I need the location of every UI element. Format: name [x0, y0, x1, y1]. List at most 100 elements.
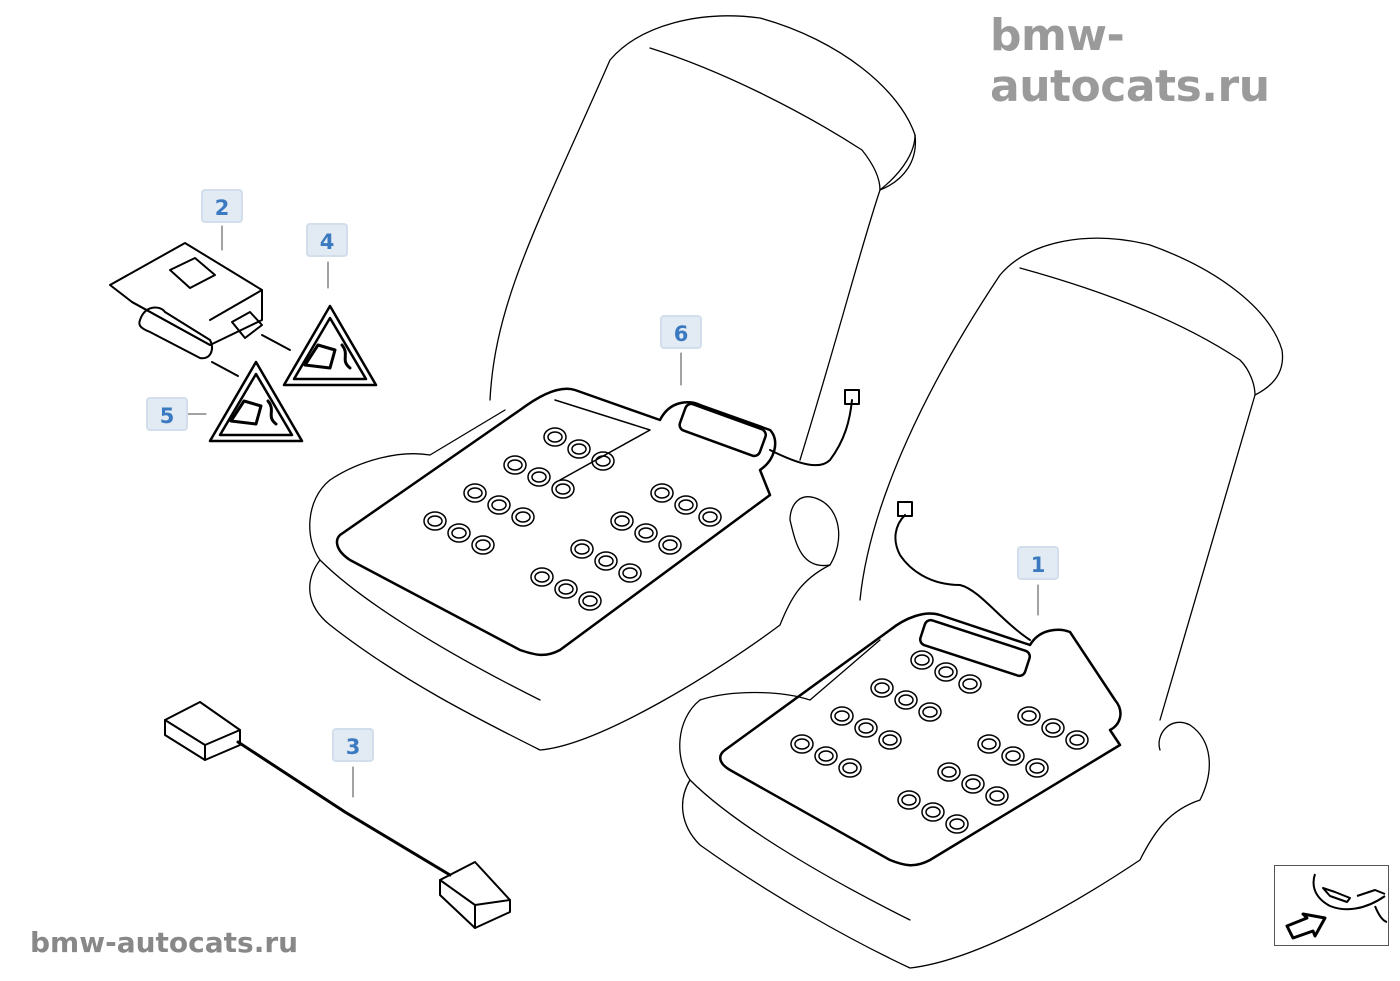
heating-pad-ring [958, 674, 982, 694]
heating-pad-ring [614, 515, 630, 527]
heating-pad-ring [451, 527, 467, 539]
heating-pad-ring [551, 479, 575, 499]
heating-pad-ring [977, 734, 1001, 754]
heating-pad-ring [543, 427, 567, 447]
watermark-top: bmw-autocats.ru [990, 10, 1270, 112]
heating-pad-ring [814, 746, 838, 766]
heating-pad-ring [578, 591, 602, 611]
watermark-bottom: bmw-autocats.ru [30, 926, 299, 959]
heating-pad-ring [662, 539, 678, 551]
heating-pad-ring [547, 431, 563, 443]
heating-pad-ring [898, 694, 914, 706]
heating-pad-ring [938, 666, 954, 678]
callout-3[interactable]: 3 [332, 728, 374, 762]
callout-6[interactable]: 6 [660, 315, 702, 349]
heating-pad-ring [921, 802, 945, 822]
heating-pad-ring [858, 722, 874, 734]
car-front-arrow-icon[interactable] [1274, 865, 1389, 946]
heating-pad-ring [702, 511, 718, 523]
heating-pad-ring [698, 507, 722, 527]
warning-label-4-drawing [282, 304, 378, 387]
heating-pad-ring [878, 730, 902, 750]
heating-pad-ring [638, 527, 654, 539]
heating-pad-ring [471, 535, 495, 555]
heating-pad-ring [511, 507, 535, 527]
heating-pad-ring [530, 567, 554, 587]
heating-pad-ring [949, 818, 965, 830]
heating-pad-ring [1025, 758, 1049, 778]
connecting-cable-drawing [164, 701, 511, 929]
heating-pad-ring [965, 778, 981, 790]
heating-pad-ring [503, 455, 527, 475]
callout-2[interactable]: 2 [201, 189, 243, 223]
heating-mat-left-drawing [335, 387, 860, 657]
heating-pad-ring [650, 483, 674, 503]
heating-pad-ring [571, 443, 587, 455]
heating-pad-ring [591, 451, 615, 471]
seat-right-drawing [679, 237, 1284, 969]
heating-pad-ring [594, 551, 618, 571]
heating-pad-ring [598, 555, 614, 567]
heating-pad-ring [527, 467, 551, 487]
heating-pad-ring [570, 539, 594, 559]
heating-pad-ring [574, 543, 590, 555]
heating-pad-ring [914, 654, 930, 666]
warning-label-5-drawing [208, 360, 304, 443]
heating-pad-ring [622, 567, 638, 579]
heating-pad-ring [507, 459, 523, 471]
heating-pad-ring [1001, 746, 1025, 766]
heating-pad-ring [962, 678, 978, 690]
heating-pad-ring [945, 814, 969, 834]
heating-pad-ring [534, 571, 550, 583]
callout-5[interactable]: 5 [146, 397, 188, 431]
heating-pad-ring [427, 515, 443, 527]
heating-pad-ring [838, 758, 862, 778]
heating-pad-ring [491, 499, 507, 511]
heating-pad-ring [582, 595, 598, 607]
heating-pad-ring [567, 439, 591, 459]
heating-pad-ring [918, 702, 942, 722]
heating-pad-ring [423, 511, 447, 531]
heating-pad-ring [658, 535, 682, 555]
heating-pad-ring [961, 774, 985, 794]
heating-mat-right-drawing [719, 501, 1122, 867]
heating-pad-ring [842, 762, 858, 774]
heating-pad-ring [934, 662, 958, 682]
seat-left-drawing [309, 15, 917, 751]
callout-4[interactable]: 4 [306, 223, 348, 257]
heating-pad-ring [1005, 750, 1021, 762]
leader-lines [187, 225, 1039, 798]
heating-pad-ring [1021, 710, 1037, 722]
heating-pad-ring [531, 471, 547, 483]
heating-pad-ring [475, 539, 491, 551]
heating-pad-ring [818, 750, 834, 762]
heating-pad-ring [1041, 718, 1065, 738]
control-unit-drawing [109, 242, 291, 377]
heating-pad-ring [1017, 706, 1041, 726]
heating-pad-ring [854, 718, 878, 738]
heating-pad-ring [901, 794, 917, 806]
heating-pad-ring [910, 650, 934, 670]
heating-pad-ring [1069, 734, 1085, 746]
heating-pad-ring [870, 678, 894, 698]
heating-pad-ring [794, 738, 810, 750]
heating-pad-ring [897, 790, 921, 810]
heating-pad-ring [678, 499, 694, 511]
heating-pad-ring [894, 690, 918, 710]
callout-1[interactable]: 1 [1017, 546, 1059, 580]
heating-pad-ring [558, 583, 574, 595]
heating-pad-ring [985, 786, 1009, 806]
heating-pad-ring [1065, 730, 1089, 750]
heating-pad-ring [467, 487, 483, 499]
heating-pad-ring [941, 766, 957, 778]
heating-pad-ring [634, 523, 658, 543]
heating-pad-ring [834, 710, 850, 722]
heating-pad-ring [463, 483, 487, 503]
heating-pad-ring [989, 790, 1005, 802]
heating-pad-ring [874, 682, 890, 694]
heating-pad-ring [554, 579, 578, 599]
heating-pad-ring [882, 734, 898, 746]
heating-pad-ring [555, 483, 571, 495]
